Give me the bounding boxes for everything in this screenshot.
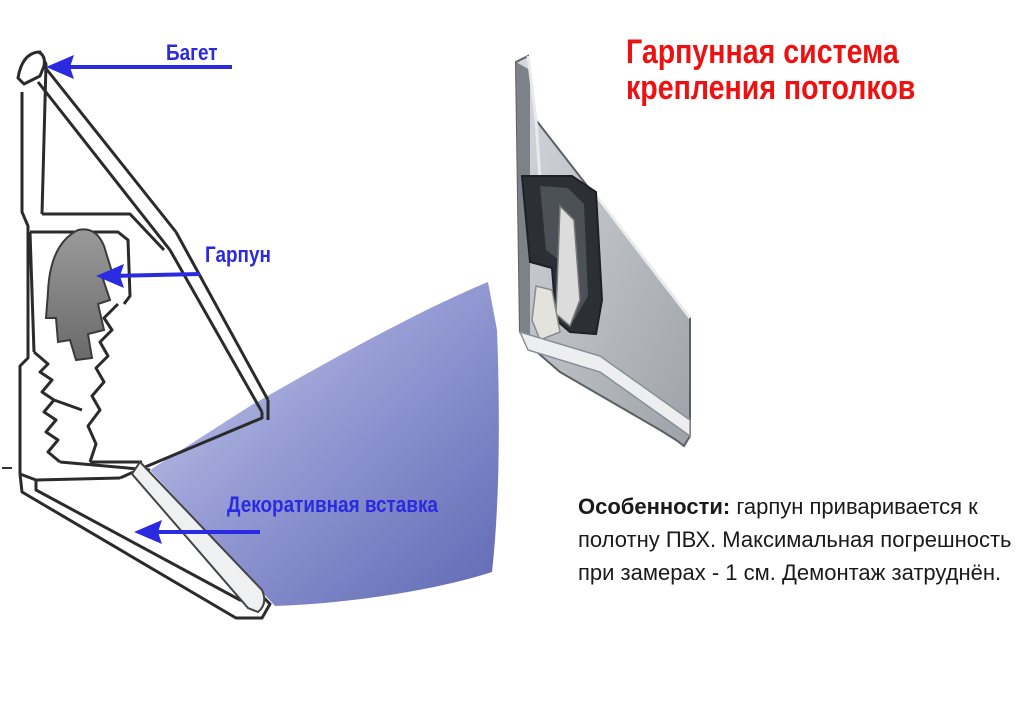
harpoon-insert — [44, 228, 114, 362]
label-decorative-insert: Декоративная вставка — [227, 492, 438, 517]
profile-photo — [514, 54, 692, 448]
decorative-strip — [130, 460, 266, 614]
arrow-garpun — [96, 264, 201, 288]
pvc-film — [150, 282, 499, 606]
label-baget: Багет — [166, 40, 218, 65]
title-line-1: Гарпунная система — [626, 33, 899, 71]
arrow-baget — [46, 55, 232, 79]
features-text: Особенности: гарпун приваривается к поло… — [578, 490, 1018, 589]
title-line-2: крепления потолков — [626, 69, 916, 107]
diagram-title: Гарпунная система крепления потолков — [626, 34, 915, 106]
arrows — [46, 55, 260, 544]
label-garpun: Гарпун — [205, 242, 271, 267]
arrow-insert — [134, 520, 260, 544]
features-heading: Особенности: — [578, 494, 731, 519]
features-body: гарпун приваривается к полотну ПВХ. Макс… — [578, 494, 1012, 585]
